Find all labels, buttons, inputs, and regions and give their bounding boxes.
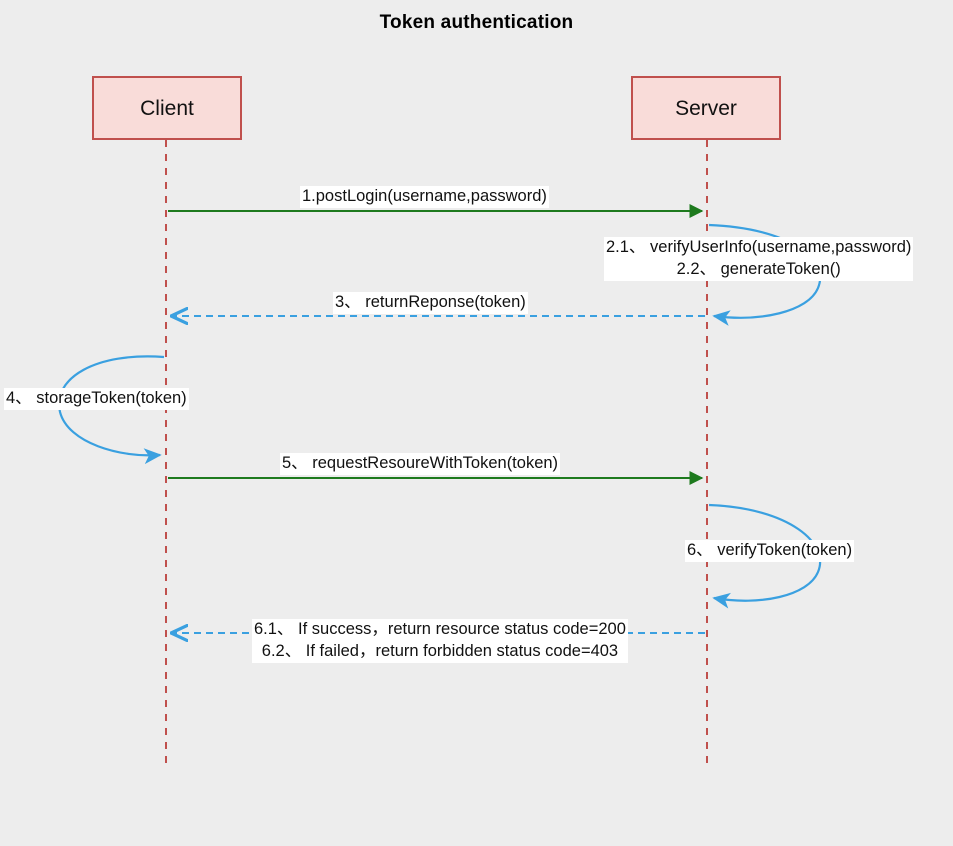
message-label-6-response-line-1: 6.1、 If success，return resource status c… [254, 620, 626, 638]
message-label-1-postlogin: 1.postLogin(username,password) [300, 186, 549, 208]
self-call-arrow-2-verify-generate [708, 223, 821, 326]
message-label-6-response-line-2: 6.2、 If failed，return forbidden status c… [261, 641, 619, 660]
participant-client-label: Client [140, 96, 194, 120]
participant-server-label: Server [675, 96, 737, 120]
participant-client[interactable]: Client [92, 76, 242, 140]
message-label-2-line-2: 2.2、 generateToken() [676, 259, 841, 278]
message-label-5-requestresource: 5、 requestResoureWithToken(token) [280, 453, 561, 475]
message-label-2-line-1: 2.1、 verifyUserInfo(username,password) [606, 238, 912, 256]
message-label-6-verifytoken: 6、 verifyToken(token) [685, 540, 855, 562]
message-label-3-returnreponse: 3、 returnReponse(token) [333, 292, 528, 314]
self-call-arrow-6-verifytoken [708, 503, 821, 609]
self-call-arrow-4-storagetoken [57, 355, 165, 465]
diagram-title: Token authentication [379, 12, 574, 33]
message-label-4-storagetoken: 4、 storageToken(token) [4, 388, 189, 410]
message-label-6-response: 6.1、 If success，return resource status c… [252, 619, 628, 663]
message-label-2-verify-generate: 2.1、 verifyUserInfo(username,password) 2… [604, 237, 914, 281]
participant-server[interactable]: Server [631, 76, 781, 140]
